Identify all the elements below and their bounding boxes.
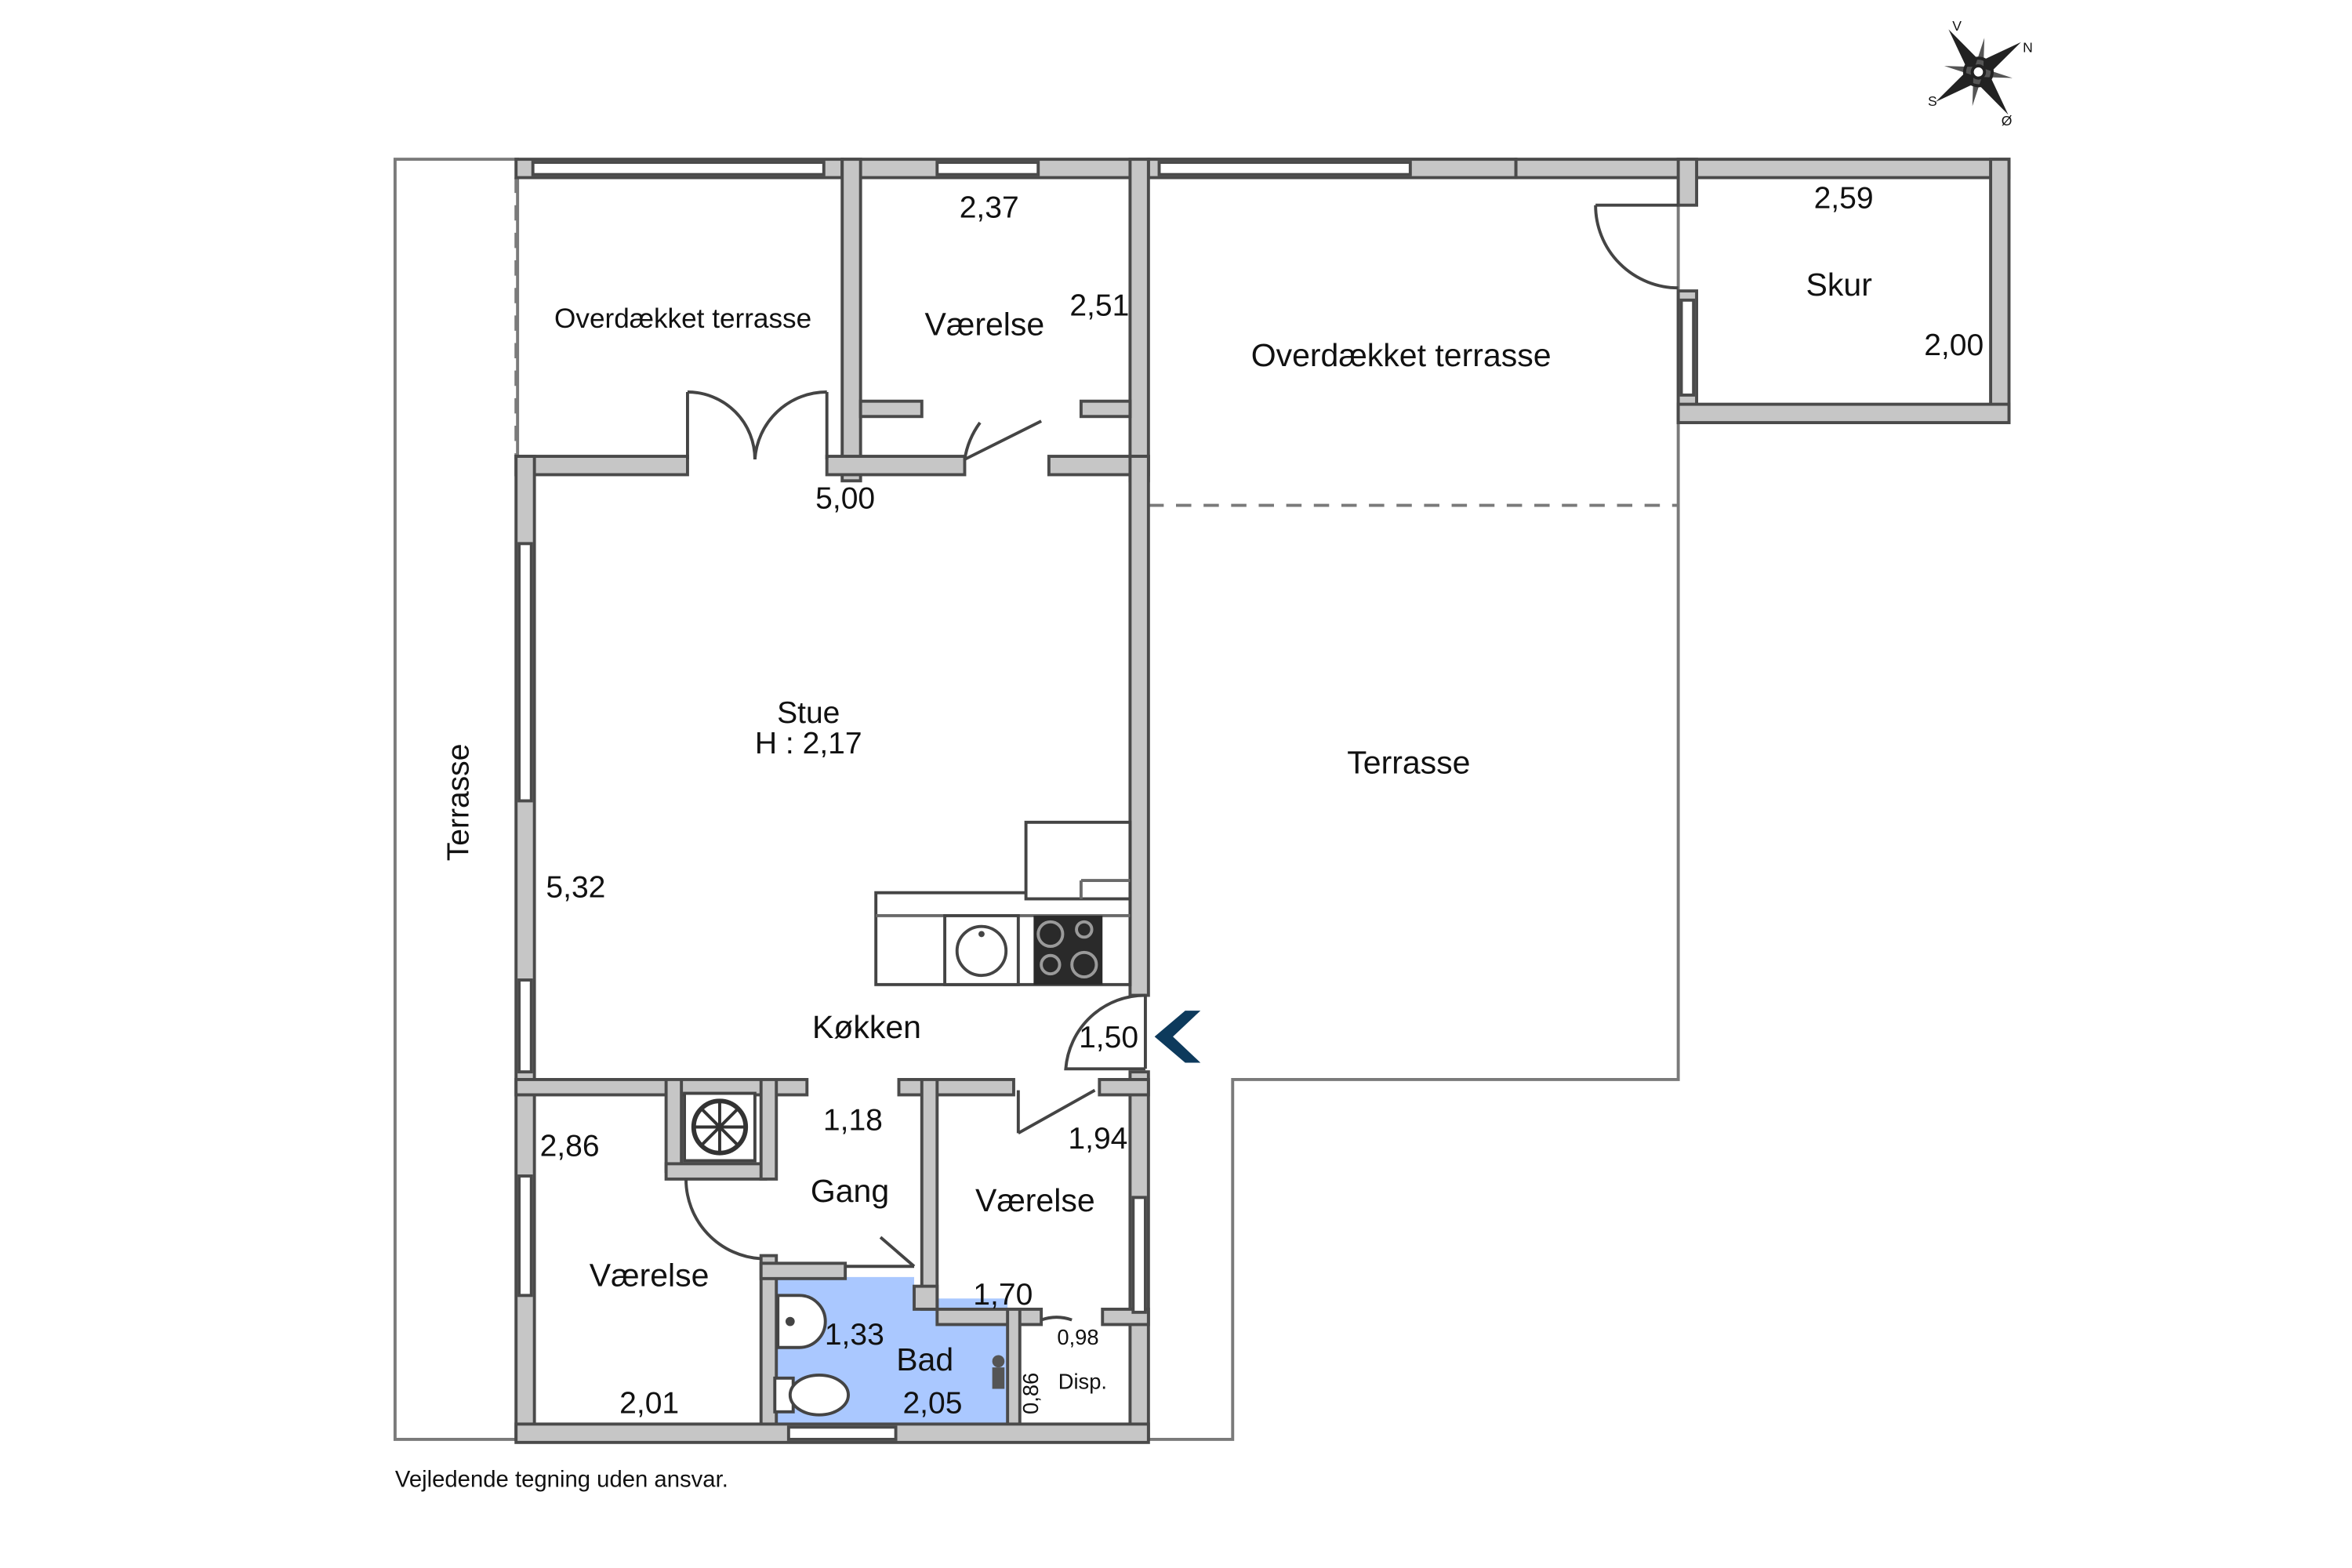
compass-s: S bbox=[1928, 93, 1937, 109]
compass-rose-icon bbox=[1936, 29, 2021, 115]
faucet-icon bbox=[992, 1355, 1005, 1389]
room-gang: Gang bbox=[811, 1173, 889, 1209]
room-skur: Skur bbox=[1806, 267, 1872, 303]
washbasin-icon bbox=[776, 1294, 827, 1349]
room-overdaekket-terrasse-2: Overdækket terrasse bbox=[1251, 337, 1552, 373]
dim-2-51: 2,51 bbox=[1069, 289, 1129, 322]
room-bad: Bad bbox=[896, 1341, 953, 1377]
room-stue-height: H : 2,17 bbox=[755, 727, 862, 760]
dim-2-05: 2,05 bbox=[902, 1387, 962, 1421]
toilet-icon bbox=[773, 1373, 850, 1417]
dim-2-86: 2,86 bbox=[540, 1130, 600, 1163]
doors bbox=[684, 203, 1679, 1322]
room-terrasse-right: Terrasse bbox=[1347, 744, 1470, 780]
room-vaerelse-left: Værelse bbox=[590, 1258, 710, 1294]
sink-icon bbox=[943, 914, 1020, 986]
fireplace-icon bbox=[683, 1091, 757, 1163]
dim-1-70: 1,70 bbox=[973, 1278, 1033, 1312]
dim-0-86: 0,86 bbox=[1018, 1373, 1043, 1414]
dim-1-94: 1,94 bbox=[1068, 1122, 1127, 1156]
room-vaerelse-right: Værelse bbox=[975, 1182, 1095, 1218]
stove-icon bbox=[1033, 915, 1103, 985]
compass-v: V bbox=[1952, 18, 1962, 34]
compass-n: N bbox=[2023, 39, 2033, 55]
room-terrasse-left: Terrasse bbox=[442, 744, 476, 862]
dim-1-33: 1,33 bbox=[825, 1318, 884, 1352]
entrance-arrow-icon bbox=[1154, 1011, 1201, 1063]
room-koekken: Køkken bbox=[812, 1009, 921, 1045]
dim-2-37: 2,37 bbox=[960, 191, 1019, 224]
dim-1-18: 1,18 bbox=[823, 1103, 883, 1137]
dim-2-59: 2,59 bbox=[1814, 182, 1874, 216]
dim-0-98: 0,98 bbox=[1057, 1325, 1098, 1349]
room-disp: Disp. bbox=[1058, 1369, 1107, 1393]
dim-1-50: 1,50 bbox=[1079, 1021, 1138, 1054]
dim-5-32: 5,32 bbox=[546, 871, 605, 905]
dim-5-00: 5,00 bbox=[815, 481, 875, 515]
windows bbox=[517, 161, 1696, 1441]
footer-note: Vejledende tegning uden ansvar. bbox=[395, 1466, 728, 1492]
dim-2-01: 2,01 bbox=[619, 1387, 679, 1421]
compass-o: Ø bbox=[2002, 113, 2013, 129]
room-stue: Stue bbox=[777, 696, 840, 730]
room-overdaekket-terrasse-1: Overdækket terrasse bbox=[554, 303, 811, 334]
room-vaerelse-top: Værelse bbox=[925, 307, 1045, 343]
dim-2-00: 2,00 bbox=[1924, 328, 1984, 362]
